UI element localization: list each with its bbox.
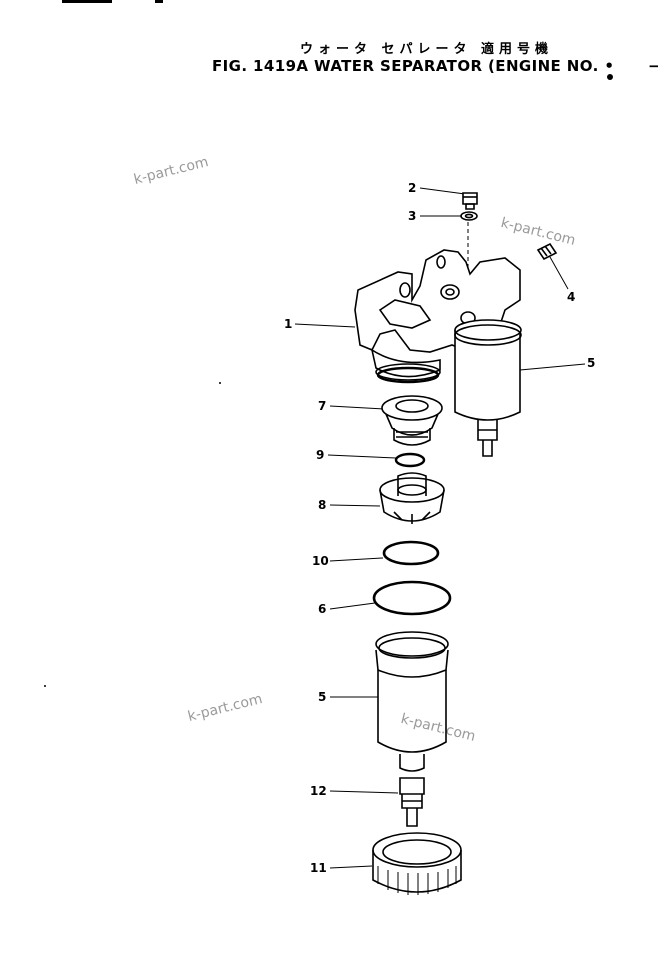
retaining-ring-nut-icon [372,832,462,895]
top-edge-mark-right [155,0,163,3]
callout-6: 6 [318,602,327,616]
title-dot [607,74,613,80]
callout-11: 11 [310,861,327,875]
top-edge-mark-left [62,0,112,3]
filter-bowl-assembled-icon [454,319,522,457]
figure-title-end: • − ) [604,57,658,75]
scan-dot [219,382,221,384]
callout-4: 4 [567,290,576,304]
deflector-cup-icon [379,472,445,524]
plug-icon [536,242,558,261]
callout-5-upper: 5 [587,356,596,370]
callout-2: 2 [408,181,417,195]
callout-9: 9 [316,448,325,462]
callout-7: 7 [318,399,327,413]
callout-10: 10 [312,554,329,568]
o-ring-6-icon [372,580,452,616]
figure-title-text: WATER SEPARATOR (ENGINE NO. [314,57,599,75]
callout-5-lower: 5 [318,690,327,704]
washer-icon [460,211,478,221]
figure-title: FIG. 1419A WATER SEPARATOR (ENGINE NO. •… [212,57,658,75]
callout-1: 1 [284,317,293,331]
figure-number: FIG. 1419A [212,57,309,75]
callout-12: 12 [310,784,327,798]
japanese-title: ウォータ セパレータ 適用号機 [300,42,554,57]
filter-bowl-icon [375,631,449,772]
o-ring-10-icon [382,540,440,566]
callout-3: 3 [408,209,417,223]
callout-8: 8 [318,498,327,512]
element-adapter-icon [381,395,443,446]
drain-valve-icon [399,777,425,827]
small-o-ring-icon [394,452,426,468]
scan-dot [44,685,46,687]
bolt-plug-icon [462,192,478,210]
